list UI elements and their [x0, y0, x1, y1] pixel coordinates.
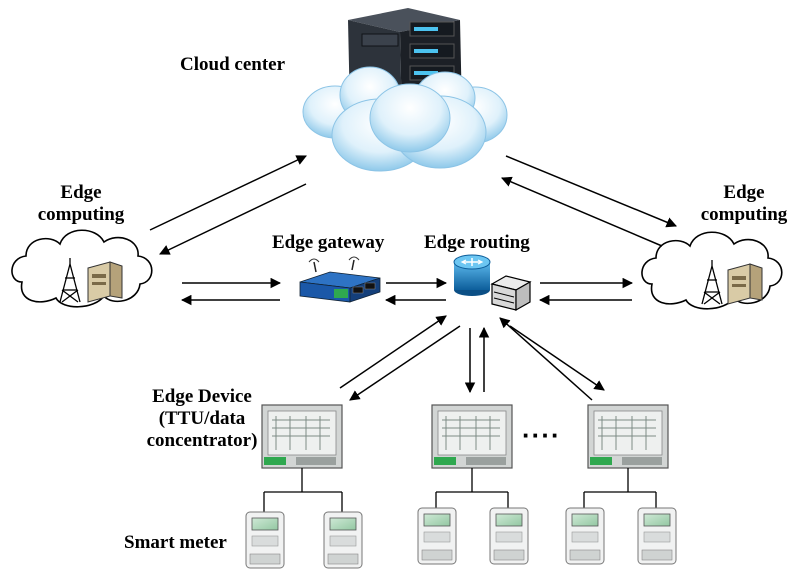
label-cloud-center: Cloud center [180, 54, 286, 75]
smart-meter-icon [245, 511, 285, 569]
arrow-edge-right-to-cloud [501, 176, 663, 247]
smart-meter-icon [489, 507, 529, 565]
arrow-routing-to-device-right [509, 325, 605, 391]
ellipsis-more-devices: ···· [522, 420, 561, 450]
smart-meter-icon [565, 507, 605, 565]
arrow-routing-to-device-left [349, 325, 461, 401]
edge-computing-left-node [11, 229, 153, 308]
arrow-cloud-to-edge-right [505, 155, 677, 228]
label-smart-meter: Smart meter [124, 532, 227, 553]
router-icon [453, 254, 491, 296]
desktop-computer-icon [87, 261, 123, 303]
smart-meter-icon [637, 507, 677, 565]
label-edge-device-line2: (TTU/data [158, 408, 246, 429]
label-edge-device: Edge Device (TTU/data concentrator) [140, 386, 264, 452]
cloud-icon [11, 229, 153, 308]
label-edge-computing-right-line1: Edge [723, 182, 765, 203]
label-edge-computing-left-line2: computing [37, 204, 125, 225]
label-edge-computing-left-line1: Edge [60, 182, 102, 203]
arrow-device-left-to-routing [339, 315, 447, 389]
label-edge-device-line1: Edge Device [152, 386, 252, 407]
meter-bus-lines [263, 468, 657, 512]
edge-routing-node [453, 254, 532, 312]
smart-meter-icon [323, 511, 363, 569]
edge-device-left [261, 404, 343, 469]
arrow-edge-left-to-cloud [149, 155, 307, 231]
network-switch-icon [490, 275, 532, 312]
edge-device-right [587, 404, 669, 469]
cloud-center-icon [302, 8, 508, 172]
cloud-icon [302, 66, 508, 172]
label-edge-computing-left: Edge computing [26, 182, 136, 226]
radio-tower-icon [59, 258, 81, 303]
label-edge-computing-right: Edge computing [688, 182, 800, 226]
edge-computing-right-node [641, 231, 783, 310]
edge-gateway-device-icon [299, 256, 381, 303]
label-edge-computing-right-line2: computing [700, 204, 788, 225]
arrow-device-right-to-routing [499, 317, 593, 401]
radio-tower-icon [701, 260, 723, 305]
label-edge-gateway: Edge gateway [272, 232, 385, 253]
desktop-computer-icon [727, 263, 763, 305]
smart-meter-icon [417, 507, 457, 565]
edge-device-middle [431, 404, 513, 469]
label-edge-device-line3: concentrator) [146, 430, 258, 451]
smart-meters [245, 507, 677, 569]
label-edge-routing: Edge routing [424, 232, 530, 253]
connection-arrows [149, 155, 677, 401]
arrow-cloud-to-edge-left [159, 183, 307, 255]
